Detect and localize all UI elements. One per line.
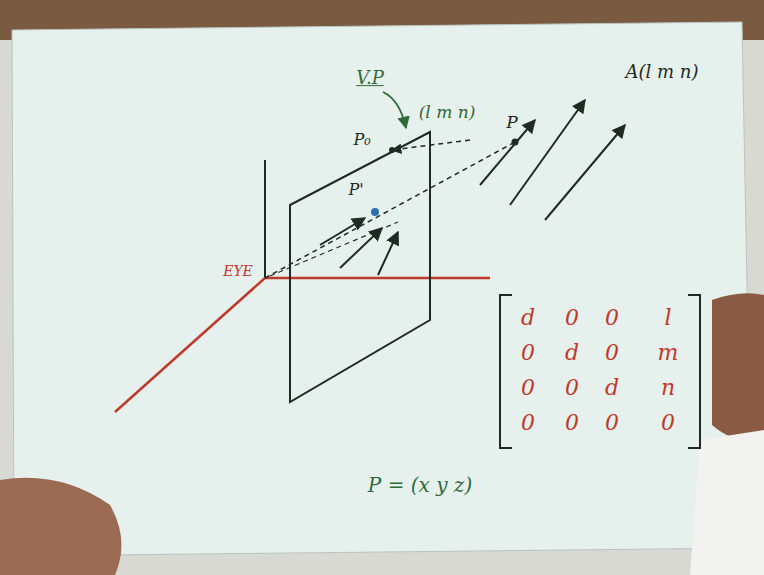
matrix-entry: d <box>605 376 619 400</box>
point-label: P <box>506 113 517 132</box>
parallel-line <box>545 125 625 220</box>
matrix-entry: 0 <box>521 411 535 435</box>
matrix-entry: l <box>664 306 671 330</box>
vanishing-point <box>389 147 395 153</box>
projector-line <box>270 222 398 276</box>
matrix-entry: d <box>521 306 535 330</box>
hand <box>0 478 121 575</box>
matrix-entry: d <box>565 341 579 365</box>
paper-sheet <box>12 22 752 556</box>
point-label: P₀ <box>353 131 370 149</box>
matrix-entry: n <box>661 376 675 400</box>
matrix-entry: 0 <box>605 306 619 330</box>
sleeve <box>690 430 764 575</box>
direction-label: A(l m n) <box>626 62 699 82</box>
direction-label: (l m n) <box>419 103 476 122</box>
projector-line <box>265 142 515 278</box>
projection-plane <box>290 132 430 402</box>
vanishing-point-label: V.P <box>356 68 384 88</box>
parallel-line <box>510 100 585 205</box>
matrix-entry: 0 <box>521 341 535 365</box>
point-label: P' <box>348 181 363 199</box>
projected-point <box>371 208 379 216</box>
projected-line <box>340 228 382 268</box>
projector-line <box>392 140 470 150</box>
x-axis <box>265 277 490 280</box>
matrix-bracket <box>688 295 700 448</box>
matrix-entry: 0 <box>565 411 579 435</box>
matrix-entry: 0 <box>565 376 579 400</box>
matrix-entry: 0 <box>605 411 619 435</box>
matrix-entry: m <box>658 341 679 365</box>
matrix-entry: 0 <box>661 411 675 435</box>
projected-line <box>378 232 398 275</box>
y-axis <box>264 160 266 278</box>
matrix-entry: 0 <box>565 306 579 330</box>
matrix-entry: 0 <box>521 376 535 400</box>
eye-label: EYE <box>223 264 253 279</box>
projected-line <box>320 218 365 245</box>
z-axis <box>115 278 265 412</box>
matrix-entry: 0 <box>605 341 619 365</box>
matrix-bracket <box>500 295 512 448</box>
point-definition: P = (x y z) <box>368 474 472 496</box>
point <box>512 139 519 146</box>
leader-line <box>383 92 406 128</box>
hand <box>712 293 764 441</box>
